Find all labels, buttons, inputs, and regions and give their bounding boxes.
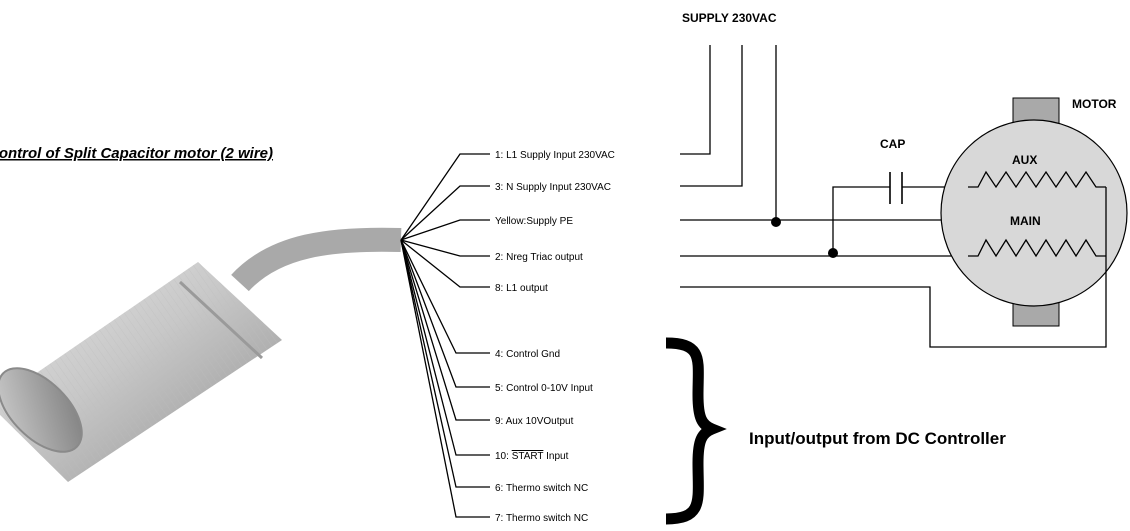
terminal-n-supply: 3: N Supply Input 230VAC — [495, 182, 611, 193]
aux-label: AUX — [1012, 153, 1037, 167]
terminal-aux-output: 9: Aux 10VOutput — [495, 416, 574, 427]
capacitor-symbol — [889, 172, 903, 204]
l1-return-wire — [680, 187, 1107, 348]
terminal-thermo-2: 7: Thermo switch NC — [495, 513, 588, 524]
motor — [940, 97, 1128, 327]
controller-label: Input/output from DC Controller — [749, 429, 1006, 448]
aux-winding — [968, 170, 1106, 189]
terminal-control-gnd: 4: Control Gnd — [495, 349, 560, 360]
motor-label: MOTOR — [1072, 97, 1117, 111]
terminal-start-input: 10: START Input — [495, 451, 569, 462]
terminal-l1-output: 8: L1 output — [495, 283, 548, 294]
terminal-nreg-triac: 2: Nreg Triac output — [495, 252, 583, 263]
terminal-thermo-1: 6: Thermo switch NC — [495, 483, 588, 494]
fanout-wires — [400, 153, 490, 518]
diagram-title: Control of Split Capacitor motor (2 wire… — [0, 145, 273, 162]
cap-label: CAP — [880, 137, 905, 151]
supply-label: SUPPLY 230VAC — [682, 11, 777, 25]
terminal-control-input: 5: Control 0-10V Input — [495, 383, 593, 394]
cable — [231, 227, 402, 292]
start-suffix: Input — [543, 451, 568, 462]
start-prefix: 10: — [495, 451, 512, 462]
terminal-l1-supply: 1: L1 Supply Input 230VAC — [495, 150, 615, 161]
main-label: MAIN — [1010, 214, 1041, 228]
controller-brace — [665, 337, 727, 525]
terminal-pe-supply: Yellow:Supply PE — [495, 216, 573, 227]
start-overline-text: START — [512, 451, 544, 462]
cylinder-body — [0, 262, 282, 482]
main-winding — [968, 238, 1106, 258]
